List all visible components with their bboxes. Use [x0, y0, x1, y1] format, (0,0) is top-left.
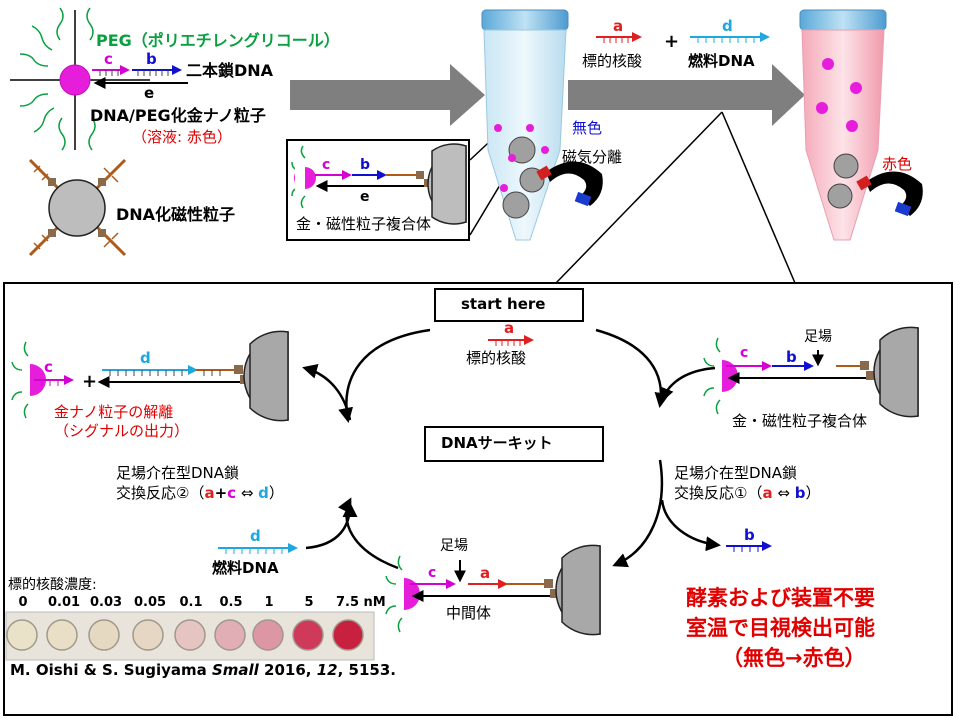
solution-label: （溶液: 赤色） — [132, 128, 232, 146]
magnetic-separation-label: 磁気分離 — [562, 148, 623, 166]
wells-group — [6, 619, 364, 651]
cycle-arrow-right-in — [659, 366, 716, 403]
well-1 — [46, 619, 78, 651]
cycle-arrow-left-out — [302, 364, 352, 421]
concentration-value: 1 — [264, 595, 274, 610]
left-d-label: d — [140, 349, 151, 367]
mid-c-label: c — [428, 565, 437, 581]
well-0 — [6, 619, 38, 651]
process-arrow-2 — [568, 64, 805, 126]
left-c-label: c — [44, 358, 53, 376]
gold-nanoparticle-icon — [10, 7, 150, 151]
fuel-in-arrow — [305, 502, 358, 550]
process-arrow-1 — [290, 64, 485, 126]
concentration-value: 0.1 — [179, 595, 203, 610]
complex-label: 金・磁性粒子複合体 — [296, 215, 432, 233]
dna-circuit-label: DNAサーキット — [441, 434, 553, 452]
start-here-box — [434, 288, 584, 322]
citation: M. Oishi & S. Sugiyama Small 2016, 12, 5… — [10, 661, 396, 679]
dsdna-label: 二本鎖DNA — [186, 61, 274, 80]
gold-np-label: DNA/PEG化金ナノ粒子 — [90, 106, 266, 125]
fuel-label: 燃料DNA — [212, 559, 279, 577]
strand-e-label: e — [144, 84, 155, 102]
concentration-value: 0.03 — [90, 595, 123, 610]
well-6 — [252, 619, 284, 651]
top-target-label: 標的核酸 — [582, 52, 643, 70]
left-magnetic-complex — [97, 330, 289, 422]
magnetic-particle-icon — [28, 158, 127, 257]
inset-e-label: e — [360, 189, 370, 205]
colorless-label: 無色 — [572, 119, 603, 137]
dsdna-strands — [92, 65, 188, 89]
scaffold-top-label: 足場 — [804, 329, 832, 345]
release-line1: 金ナノ粒子の解離 — [54, 403, 174, 421]
well-7 — [292, 619, 324, 651]
inset-b-label: b — [360, 157, 371, 173]
well-3 — [132, 619, 164, 651]
right-complex — [703, 326, 919, 418]
feature-line1: 酵素および装置不要 — [686, 586, 875, 610]
cycle-arrow-bottom-left — [337, 497, 399, 570]
reaction2-line1: 足場介在型DNA鎖 — [116, 464, 240, 482]
tube-colorless — [481, 9, 603, 241]
concentration-value: 0.01 — [48, 595, 81, 610]
cycle-arrow-right-down — [612, 459, 664, 568]
well-4 — [174, 619, 206, 651]
circuit-a-label: a — [504, 319, 515, 337]
dna-circuit-box — [424, 426, 604, 462]
tube-red — [799, 9, 923, 241]
cycle-arrow-top-right — [595, 328, 670, 408]
peg-label: PEG（ポリエチレングリコール） — [96, 31, 340, 50]
reaction1-line2: 交換反応①（a ⇔ b） — [674, 484, 821, 502]
circuit-frame — [3, 282, 953, 716]
release-line2: （シグナルの出力） — [54, 422, 190, 440]
reaction2-line2: 交換反応②（a+c ⇔ d） — [116, 484, 284, 502]
intermediate-complex — [385, 544, 601, 636]
fuel-d-label: d — [250, 527, 261, 545]
start-here-label: start here — [461, 295, 546, 313]
circuit-target-label: 標的核酸 — [466, 349, 527, 367]
concentration-title: 標的核酸濃度: — [8, 577, 97, 593]
right-c-label: c — [740, 345, 749, 361]
intermediate-label: 中間体 — [446, 604, 492, 622]
concentration-value: 0 — [18, 595, 28, 610]
top-plus: + — [664, 31, 680, 52]
well-2 — [88, 619, 120, 651]
complex-inset-graphic — [291, 143, 467, 225]
feature-line3: （無色→赤色） — [722, 646, 866, 670]
cycle-arrow-top-left — [338, 328, 431, 423]
b-release-arrow — [660, 499, 721, 552]
top-fuel-label: 燃料DNA — [688, 52, 755, 70]
released-gold-particle-icon — [11, 341, 74, 419]
right-complex-label: 金・磁性粒子複合体 — [732, 412, 868, 430]
feature-line2: 室温で目視検出可能 — [686, 616, 875, 640]
concentration-value: 5 — [304, 595, 314, 610]
mid-a-label: a — [480, 564, 491, 582]
right-b-label: b — [786, 348, 797, 366]
well-5 — [214, 619, 246, 651]
left-plus: + — [82, 371, 98, 392]
released-b-label: b — [744, 526, 755, 544]
scaffold-mid-label: 足場 — [440, 538, 468, 554]
concentration-value: 7.5 nM — [336, 595, 386, 610]
top-a-label: a — [613, 17, 624, 35]
strand-c-label: c — [104, 50, 113, 68]
strand-b-label: b — [146, 50, 157, 68]
top-d-label: d — [722, 17, 733, 35]
magnetic-particle-label: DNA化磁性粒子 — [116, 205, 236, 224]
reaction1-line1: 足場介在型DNA鎖 — [674, 464, 798, 482]
concentration-value: 0.5 — [219, 595, 243, 610]
concentration-value: 0.05 — [134, 595, 167, 610]
inset-c-label: c — [322, 157, 331, 173]
well-8 — [332, 619, 364, 651]
red-label: 赤色 — [882, 155, 913, 173]
